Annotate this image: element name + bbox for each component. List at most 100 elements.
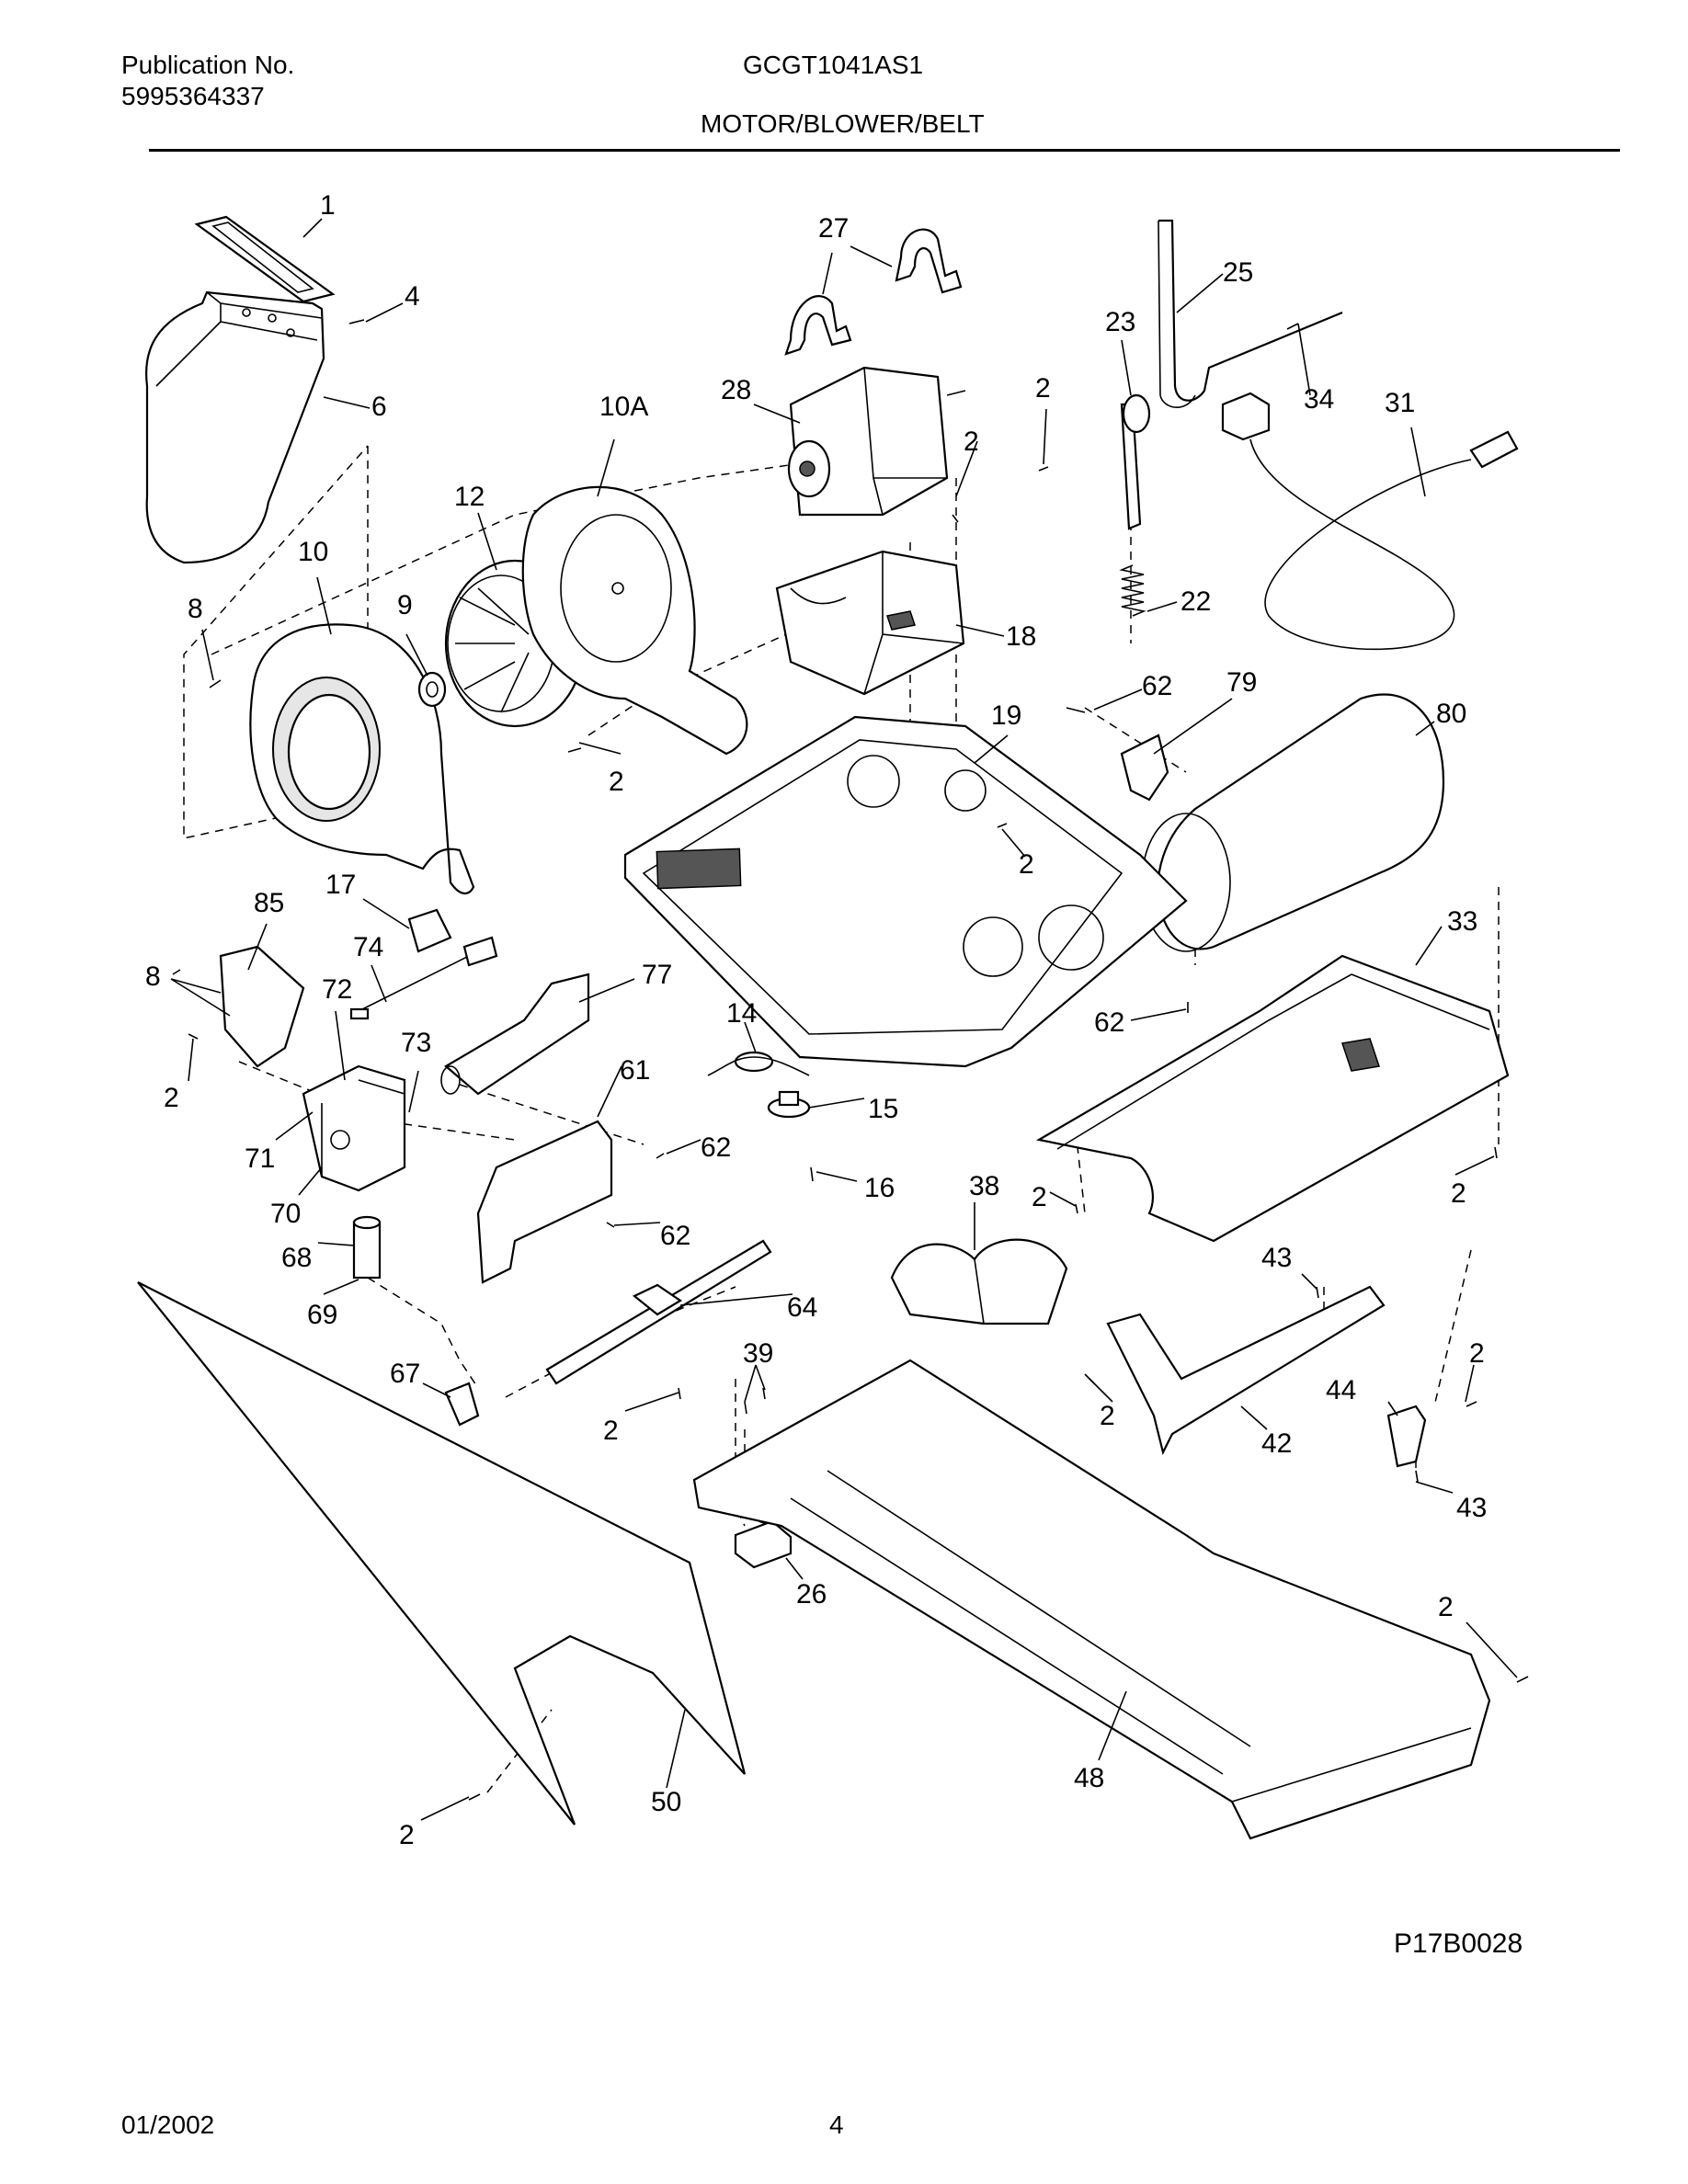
callout-4: 4	[405, 281, 420, 312]
part-74-igniter	[349, 936, 498, 1020]
callout-2: 2	[1469, 1338, 1485, 1369]
part-28-drive-motor	[787, 366, 966, 517]
callout-67: 67	[390, 1359, 420, 1389]
callout-18: 18	[1006, 621, 1036, 652]
section-title: MOTOR/BLOWER/BELT	[701, 109, 985, 138]
part-79-bracket	[1120, 734, 1169, 802]
callout-26: 26	[796, 1579, 827, 1610]
part-31-power-cord	[1221, 392, 1519, 651]
part-42-front-rail	[1106, 1285, 1386, 1456]
callout-42: 42	[1261, 1428, 1292, 1459]
callout-19: 19	[991, 700, 1021, 731]
part-67-elbow-fitting	[444, 1382, 480, 1427]
part-68-pipe-nipple	[352, 1215, 382, 1280]
part-25-idler-bracket	[1158, 219, 1343, 408]
part-38-duct-elbow	[890, 1238, 1068, 1325]
callout-16: 16	[864, 1173, 895, 1203]
callout-68: 68	[281, 1243, 312, 1273]
callout-2: 2	[1032, 1182, 1047, 1212]
part-1-gasket	[194, 215, 336, 303]
figure-code: P17B0028	[1394, 1928, 1523, 1959]
callout-2: 2	[609, 767, 624, 797]
callout-28: 28	[721, 375, 751, 405]
model-number: GCGT1041AS1	[743, 51, 924, 79]
callout-1: 1	[320, 190, 336, 221]
callout-64: 64	[787, 1292, 817, 1323]
part-22-spring	[1119, 564, 1146, 617]
callout-71: 71	[245, 1143, 275, 1174]
callout-69: 69	[307, 1300, 337, 1330]
callout-72: 72	[322, 974, 352, 1005]
part-15-thermostat	[767, 1090, 811, 1119]
callout-62: 62	[660, 1221, 690, 1251]
callout-2: 2	[964, 427, 979, 457]
part-10a-blower-housing-rear	[521, 485, 748, 756]
part-9-washer	[417, 671, 447, 708]
part-14-thermistor	[707, 1051, 810, 1076]
callout-2: 2	[1100, 1401, 1115, 1431]
callout-44: 44	[1326, 1375, 1356, 1405]
part-10-blower-housing	[249, 623, 475, 894]
callout-12: 12	[454, 482, 485, 512]
part-18-motor-mount	[775, 550, 965, 696]
callout-17: 17	[325, 870, 356, 900]
callout-50: 50	[651, 1787, 681, 1817]
callout-6: 6	[371, 392, 387, 422]
callout-62: 62	[1142, 671, 1172, 701]
callout-9: 9	[397, 590, 413, 620]
part-17-bracket	[407, 908, 452, 953]
callout-2: 2	[399, 1820, 415, 1850]
part-50-front-panel	[137, 1281, 747, 1826]
leader-lines	[170, 218, 1518, 1821]
part-27-motor-clips	[784, 228, 963, 356]
callout-27: 27	[818, 213, 849, 244]
callout-73: 73	[401, 1028, 431, 1058]
callout-85: 85	[254, 888, 284, 918]
callout-61: 61	[620, 1055, 650, 1086]
callout-62: 62	[701, 1132, 731, 1163]
callout-70: 70	[270, 1199, 301, 1229]
part-48-base-pan	[692, 1359, 1491, 1840]
part-44-clip	[1386, 1405, 1427, 1468]
part-70-gas-valve	[302, 1064, 406, 1192]
part-85-shield	[219, 945, 305, 1068]
callout-43: 43	[1261, 1243, 1292, 1273]
publication-number: 5995364337	[121, 82, 265, 110]
callout-2: 2	[164, 1083, 179, 1113]
callout-80: 80	[1436, 699, 1466, 729]
part-19-base-plate	[623, 715, 1188, 1068]
callout-79: 79	[1226, 667, 1257, 698]
callout-2: 2	[1019, 849, 1034, 880]
callout-2: 2	[1451, 1178, 1466, 1209]
part-77-burner-tube	[440, 973, 590, 1096]
callout-74: 74	[353, 932, 383, 962]
part-26-pad	[734, 1519, 793, 1569]
callout-33: 33	[1447, 906, 1477, 937]
callout-2: 2	[603, 1416, 619, 1446]
part-80-drum-cylinder	[1141, 693, 1445, 952]
part-61-valve-bracket	[476, 1120, 613, 1284]
callout-31: 31	[1385, 388, 1415, 418]
callout-25: 25	[1223, 257, 1253, 288]
header-rule	[149, 149, 1620, 152]
part-23-idler-arm	[1120, 393, 1151, 530]
callout-8: 8	[145, 961, 161, 992]
callout-15: 15	[868, 1094, 898, 1124]
callout-62: 62	[1094, 1007, 1124, 1038]
callout-10: 10	[298, 537, 328, 567]
callout-2: 2	[1438, 1592, 1454, 1622]
part-6-blower-duct	[145, 290, 325, 564]
part-64-shaft	[545, 1239, 772, 1385]
callout-numbers: 1 4 6 10A 12 10 8 9 2 27 28 2 2 18 23 25…	[145, 190, 1487, 1850]
callout-43: 43	[1456, 1493, 1487, 1523]
publication-label: Publication No.	[121, 51, 295, 79]
callout-48: 48	[1074, 1763, 1104, 1793]
callout-22: 22	[1180, 586, 1211, 617]
page-number: 4	[829, 2110, 844, 2139]
callout-77: 77	[642, 960, 672, 990]
callout-23: 23	[1105, 307, 1135, 337]
callout-8: 8	[188, 594, 203, 624]
callout-2: 2	[1035, 373, 1051, 404]
callout-38: 38	[969, 1171, 999, 1201]
